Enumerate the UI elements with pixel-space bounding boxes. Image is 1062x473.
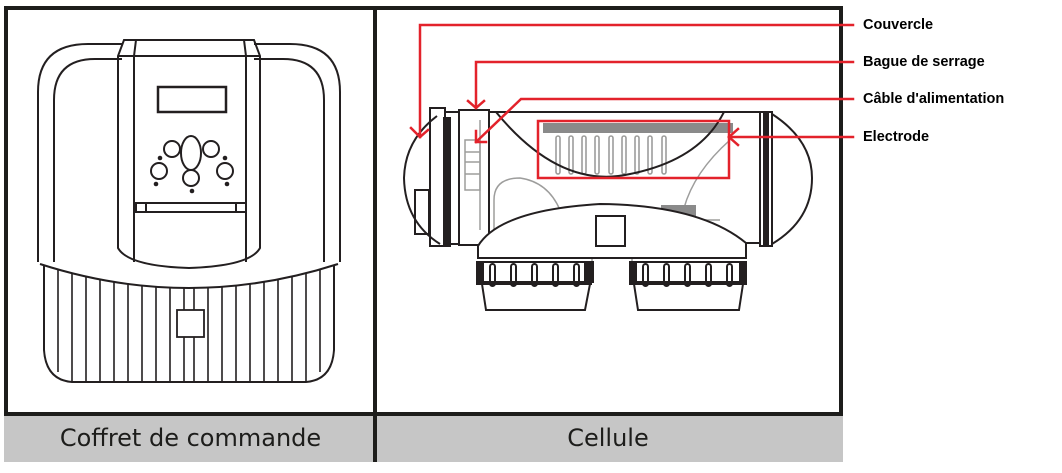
- control-box-waist: [39, 263, 339, 289]
- cell-illustration: [402, 23, 855, 311]
- callout-line-cover: [418, 23, 855, 139]
- callout-lines: [409, 23, 855, 180]
- keypad-button: [202, 140, 220, 158]
- callout-arrow-cover: [409, 126, 430, 139]
- display-screen: [156, 85, 228, 114]
- callout-label-clamping-ring: Bague de serrage: [863, 54, 985, 70]
- callout-arrow-clamping-ring: [466, 99, 486, 110]
- control-box-label-plate: [176, 309, 205, 338]
- control-box-front-panel: [117, 39, 261, 270]
- cell-cover-right: [771, 113, 814, 245]
- callout-label-electrode: Electrode: [863, 129, 930, 145]
- callout-arrow-electrode: [727, 127, 740, 147]
- callout-line-clamping-ring: [474, 60, 855, 110]
- union-nut-left: [476, 261, 594, 311]
- cell-body-top: [489, 111, 760, 178]
- control-box-base: [43, 266, 335, 383]
- control-box-housing-outer: [37, 43, 341, 262]
- caption-row: [4, 412, 843, 462]
- keypad-button: [216, 162, 234, 180]
- keypad-button: [182, 169, 200, 187]
- keypad-button: [163, 140, 181, 158]
- union-nut-right: [629, 261, 747, 311]
- control-box-ribs: [57, 270, 321, 382]
- keypad-center-oval: [180, 135, 202, 171]
- callout-label-power-cable: Câble d'alimentation: [863, 91, 1005, 107]
- control-box-caption: Coffret de commande: [59, 424, 322, 452]
- control-box-housing-inner: [53, 58, 325, 262]
- keypad-button: [150, 162, 168, 180]
- keypad: [150, 135, 234, 194]
- clamping-ring-left: [429, 107, 446, 247]
- column-divider: [373, 6, 377, 462]
- callout-line-power-cable: [474, 97, 855, 144]
- cell-caption: Cellule: [567, 424, 649, 452]
- control-box-illustration: [37, 39, 341, 383]
- callout-label-cover: Couvercle: [863, 17, 934, 33]
- electrode-plates: [543, 123, 733, 175]
- callout-arrow-power-cable: [474, 129, 488, 144]
- electrode-highlight-box: [536, 119, 731, 180]
